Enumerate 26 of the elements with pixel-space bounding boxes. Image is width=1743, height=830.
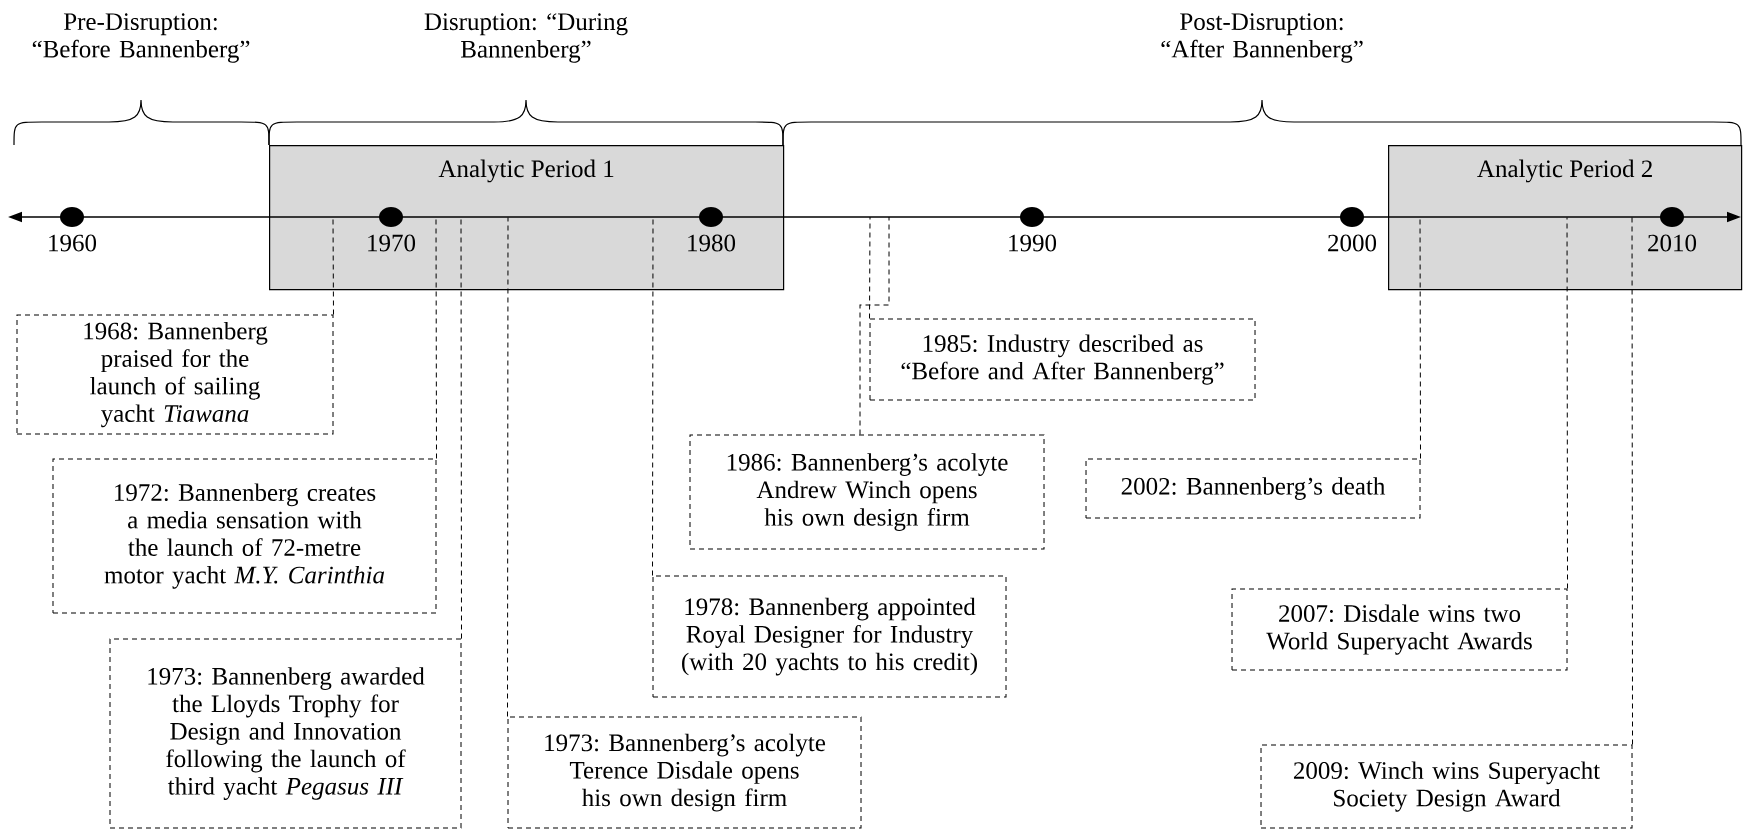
event-box: 1973: Bannenberg awarded the Lloyds Trophy for Design and Innovation following the launch of third yacht Pegasus III (109, 638, 462, 829)
leader-line (1419, 217, 1421, 459)
leader-line (869, 216, 871, 319)
event-box: 1968: Bannenberg praised for the launch of sailing yacht Tiawana (16, 314, 334, 435)
year-label: 1960 (49, 234, 97, 252)
year-label: 1970 (368, 234, 416, 252)
year-label: 1980 (688, 234, 736, 252)
event-box: 1978: Bannenberg appointed Royal Designer for Industry (with 20 yachts to his credit) (652, 575, 1007, 698)
event-box: 1973: Bannenberg’s acolyte Terence Disdale opens his own design firm (507, 716, 862, 829)
leader-line (435, 217, 437, 459)
event-box: 2007: Disdale wins two World Superyacht Awards (1231, 588, 1568, 671)
leader-line (1631, 217, 1633, 745)
year-label: 1990 (1009, 234, 1057, 252)
event-box: 2009: Winch wins Superyacht Society Design Award (1260, 744, 1633, 829)
leader-line (507, 217, 509, 717)
event-box: 1985: Industry described as “Before and After Bannenberg” (869, 318, 1256, 401)
event-box: 1986: Bannenberg’s acolyte Andrew Winch opens his own design firm (689, 434, 1045, 550)
event-box: 2002: Bannenberg’s death (1085, 458, 1421, 519)
period-heading: Pre-Disruption: “Before Bannenberg” (32, 13, 250, 63)
period-heading: Post-Disruption: “After Bannenberg” (1161, 13, 1363, 63)
period-heading: Disruption: “During Bannenberg” (424, 13, 628, 63)
leader-line (332, 217, 334, 315)
leader-line (1566, 217, 1568, 589)
year-label: 2010 (1648, 234, 1697, 252)
event-box: 1972: Bannenberg creates a media sensation with the launch of 72-metre motor yacht M.Y. Carinthia (52, 458, 437, 614)
leader-line (859, 216, 890, 435)
